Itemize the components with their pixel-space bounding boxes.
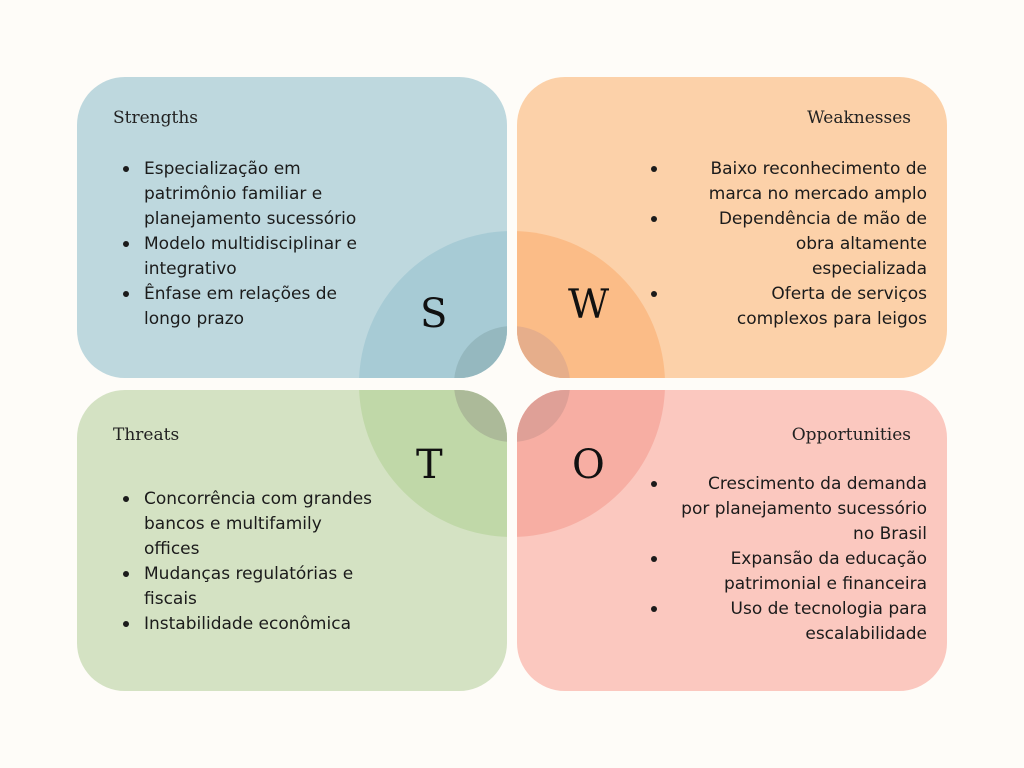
weaknesses-list: Baixo reconhecimento de marca no mercado… (651, 157, 927, 332)
strengths-item: Especialização em patrimônio familiar e … (123, 157, 376, 232)
threats-list: Concorrência com grandes bancos e multif… (123, 487, 376, 637)
weaknesses-title: Weaknesses (807, 108, 911, 128)
opportunities-item: Crescimento da demanda por planejamento … (651, 472, 927, 547)
strengths-quadrant: Strengths S Especialização em patrimônio… (77, 77, 507, 378)
threats-item: Concorrência com grandes bancos e multif… (123, 487, 376, 562)
threats-letter: T (416, 442, 443, 488)
threats-title: Threats (113, 425, 180, 445)
opportunities-quadrant: Opportunities O Crescimento da demanda p… (517, 390, 947, 691)
opportunities-list: Crescimento da demanda por planejamento … (651, 472, 927, 647)
strengths-title: Strengths (113, 108, 198, 128)
strengths-item: Ênfase em relações de longo prazo (123, 282, 376, 332)
threats-item: Mudanças regulatórias e fiscais (123, 562, 376, 612)
weaknesses-item: Oferta de serviços complexos para leigos (651, 282, 927, 332)
weaknesses-item: Dependência de mão de obra altamente esp… (651, 207, 927, 282)
threats-item: Instabilidade econômica (123, 612, 376, 637)
strengths-list: Especialização em patrimônio familiar e … (123, 157, 376, 332)
opportunities-item: Uso de tecnologia para escalabilidade (651, 597, 927, 647)
weaknesses-letter: W (568, 282, 610, 328)
strengths-letter: S (420, 291, 448, 337)
threats-quadrant: Threats T Concorrência com grandes banco… (77, 390, 507, 691)
weaknesses-item: Baixo reconhecimento de marca no mercado… (651, 157, 927, 207)
weaknesses-quadrant: Weaknesses W Baixo reconhecimento de mar… (517, 77, 947, 378)
opportunities-item: Expansão da educação patrimonial e finan… (651, 547, 927, 597)
strengths-item: Modelo multidisciplinar e integrativo (123, 232, 376, 282)
opportunities-letter: O (572, 442, 605, 488)
opportunities-title: Opportunities (791, 425, 911, 445)
